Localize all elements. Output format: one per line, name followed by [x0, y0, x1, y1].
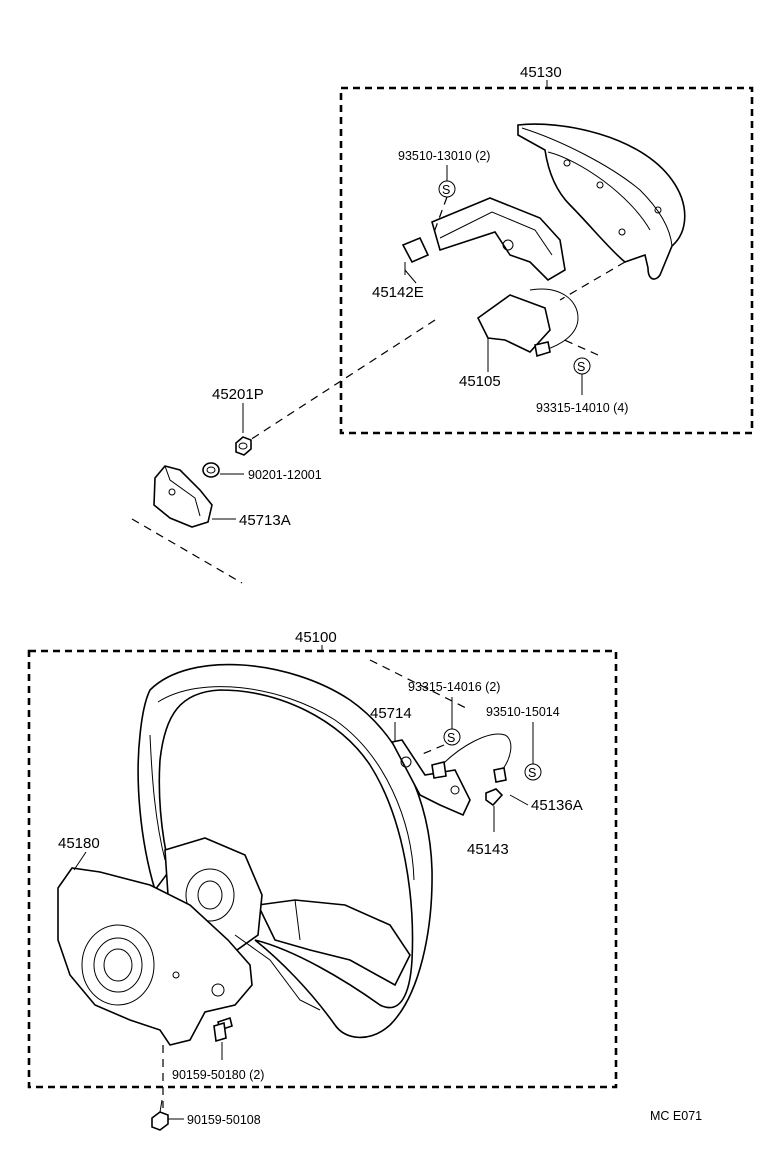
label-45714: 45714	[370, 705, 412, 722]
svg-text:S: S	[442, 183, 450, 197]
label-45201P: 45201P	[212, 386, 264, 403]
svg-text:S: S	[447, 731, 455, 745]
damper-45713A-part	[153, 465, 213, 528]
diagram-code: MC E071	[650, 1109, 702, 1123]
label-93315-14010: 93315-14010 (4)	[536, 401, 628, 415]
label-93510-13010: 93510-13010 (2)	[398, 149, 490, 163]
screw-90159-50180-part	[213, 1016, 233, 1043]
screw-marker-93315-14010: S	[573, 357, 591, 375]
label-45130: 45130	[520, 64, 562, 81]
horn-wire-45136A-part	[431, 733, 512, 783]
label-45713A: 45713A	[239, 512, 291, 529]
label-45142E: 45142E	[372, 284, 424, 301]
horn-contact-45714-part	[390, 739, 471, 817]
label-45100: 45100	[295, 629, 337, 646]
label-90159-50108: 90159-50108	[187, 1113, 261, 1127]
label-93315-14016: 93315-14016 (2)	[408, 680, 500, 694]
svg-text:S: S	[528, 766, 536, 780]
label-90159-50180: 90159-50180 (2)	[172, 1068, 264, 1082]
screw-marker-93510-13010: S	[438, 180, 456, 198]
washer-90201-12001-part	[202, 462, 220, 478]
connector-45143-part	[485, 788, 504, 807]
horn-pad-cover-part	[517, 123, 686, 280]
label-45180: 45180	[58, 835, 100, 852]
pad-bracket-part	[401, 197, 566, 282]
label-45143: 45143	[467, 841, 509, 858]
screw-marker-93315-14016: S	[443, 728, 461, 746]
label-93510-15014: 93510-15014	[486, 705, 560, 719]
label-90201-12001: 90201-12001	[248, 468, 322, 482]
label-45136A: 45136A	[531, 797, 583, 814]
svg-text:S: S	[577, 360, 585, 374]
label-45105: 45105	[459, 373, 501, 390]
screw-marker-93510-15014: S	[524, 763, 542, 781]
screw-90159-50108-part	[151, 1099, 169, 1131]
horn-contact-plate-part	[476, 288, 579, 365]
nut-45201P-part	[235, 436, 252, 456]
column-cover-45180-part	[57, 867, 253, 1046]
